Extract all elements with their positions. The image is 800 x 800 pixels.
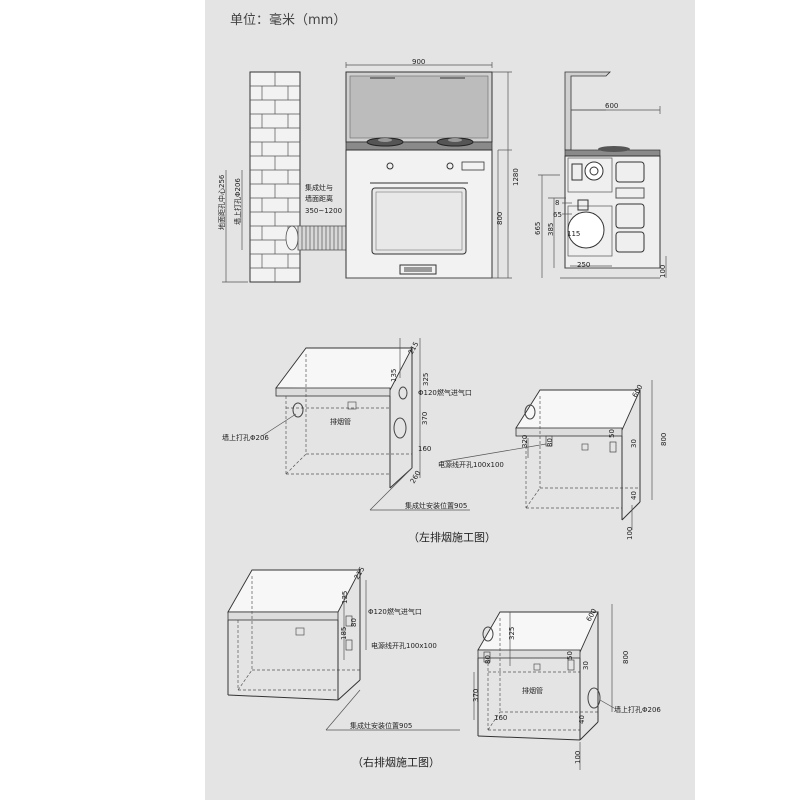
le-dim-260: 260 (409, 469, 423, 485)
le-install-position-label: 集成灶安装位置905 (405, 501, 467, 510)
le-dim-215: 215 (407, 340, 421, 356)
re-dim-135: 135 (341, 591, 349, 604)
le-dim-80: 80 (546, 438, 554, 447)
leg-height-label: 100 (659, 265, 667, 278)
re-dim-80: 80 (350, 618, 358, 627)
le-dim-600: 600 (631, 383, 645, 399)
wall-dimension-lines (222, 170, 248, 283)
re-smoke-pipe-label: 排烟管 (522, 686, 543, 695)
le-dim-50: 50 (608, 429, 616, 438)
re-dim-80: 80 (484, 655, 492, 664)
side-height-665-label: 665 (534, 222, 542, 235)
le-gas-inlet-label: Φ120燃气进气口 (418, 388, 472, 397)
brick-wall (249, 71, 301, 283)
side-depth-label: 600 (605, 102, 618, 110)
le-dim-800: 800 (660, 433, 668, 446)
front-height-dimension (492, 71, 512, 279)
re-dim-40: 40 (578, 715, 586, 724)
right-exhaust-cabinet-left (227, 569, 367, 731)
re-dim-215: 215 (353, 565, 367, 581)
stove-wall-distance-label-1: 集成灶与 (305, 183, 333, 192)
burner-left (366, 137, 404, 147)
re-dim-185: 185 (340, 627, 348, 640)
wall-hole-diameter-label: 墙上打孔Φ206 (233, 178, 242, 225)
stove-front-view (345, 62, 493, 279)
re-gas-inlet-label: Φ120燃气进气口 (368, 607, 422, 616)
total-height-label: 1280 (512, 168, 520, 186)
le-wall-hole-label: 墙上打孔Φ206 (222, 433, 269, 442)
cabinet-height-label: 800 (496, 212, 504, 225)
re-power-hole-label: 电源线开孔100x100 (371, 641, 437, 650)
le-dim-40: 40 (630, 491, 638, 500)
side-dimension-lines (538, 174, 667, 278)
side-dim-65-label: 65 (553, 211, 562, 219)
le-dim-325: 325 (422, 373, 430, 386)
le-power-hole-label: 电源线开孔100x100 (438, 460, 504, 469)
stove-wall-distance-value: 350~1200 (305, 207, 342, 215)
right-exhaust-cabinet-right (473, 604, 613, 770)
side-dim-8-label: 8 (555, 199, 559, 207)
le-dim-160: 160 (418, 445, 431, 453)
stove-side-view (560, 71, 661, 279)
burner-right (436, 137, 474, 147)
right-exhaust-caption: （右排烟施工图） (352, 755, 440, 769)
le-dim-370: 370 (421, 412, 429, 425)
side-width-250-label: 250 (577, 261, 590, 269)
le-dim-320: 320 (521, 435, 529, 448)
re-dim-50: 50 (566, 651, 574, 660)
front-width-label: 900 (412, 58, 425, 66)
re-dim-325: 325 (508, 627, 516, 640)
le-dim-30: 30 (630, 439, 638, 448)
le-smoke-pipe-label: 排烟管 (330, 417, 351, 426)
le-dim-135: 135 (390, 369, 398, 382)
le-dim-100: 100 (626, 527, 634, 540)
re-dim-30: 30 (582, 661, 590, 670)
re-dim-370: 370 (472, 689, 480, 702)
side-height-385-label: 385 (547, 223, 555, 236)
re-dim-800: 800 (622, 651, 630, 664)
left-exhaust-caption: （左排烟施工图） (408, 530, 496, 544)
re-dim-160: 160 (494, 714, 507, 722)
re-wall-hole-label: 墙上打孔Φ206 (614, 705, 661, 714)
left-exhaust-cabinet-left (275, 338, 421, 511)
left-exhaust-cabinet-right (439, 380, 653, 530)
re-install-position-label: 集成灶安装位置905 (350, 721, 412, 730)
stove-wall-distance-label-2: 墙面距离 (305, 194, 333, 203)
wall-hole-center-label: 地面距孔中心256 (217, 174, 226, 230)
exhaust-duct (285, 225, 347, 251)
re-dim-100: 100 (574, 751, 582, 764)
duct-diameter-label: 115 (567, 230, 580, 238)
unit-label: 单位：毫米（mm） (230, 12, 346, 28)
